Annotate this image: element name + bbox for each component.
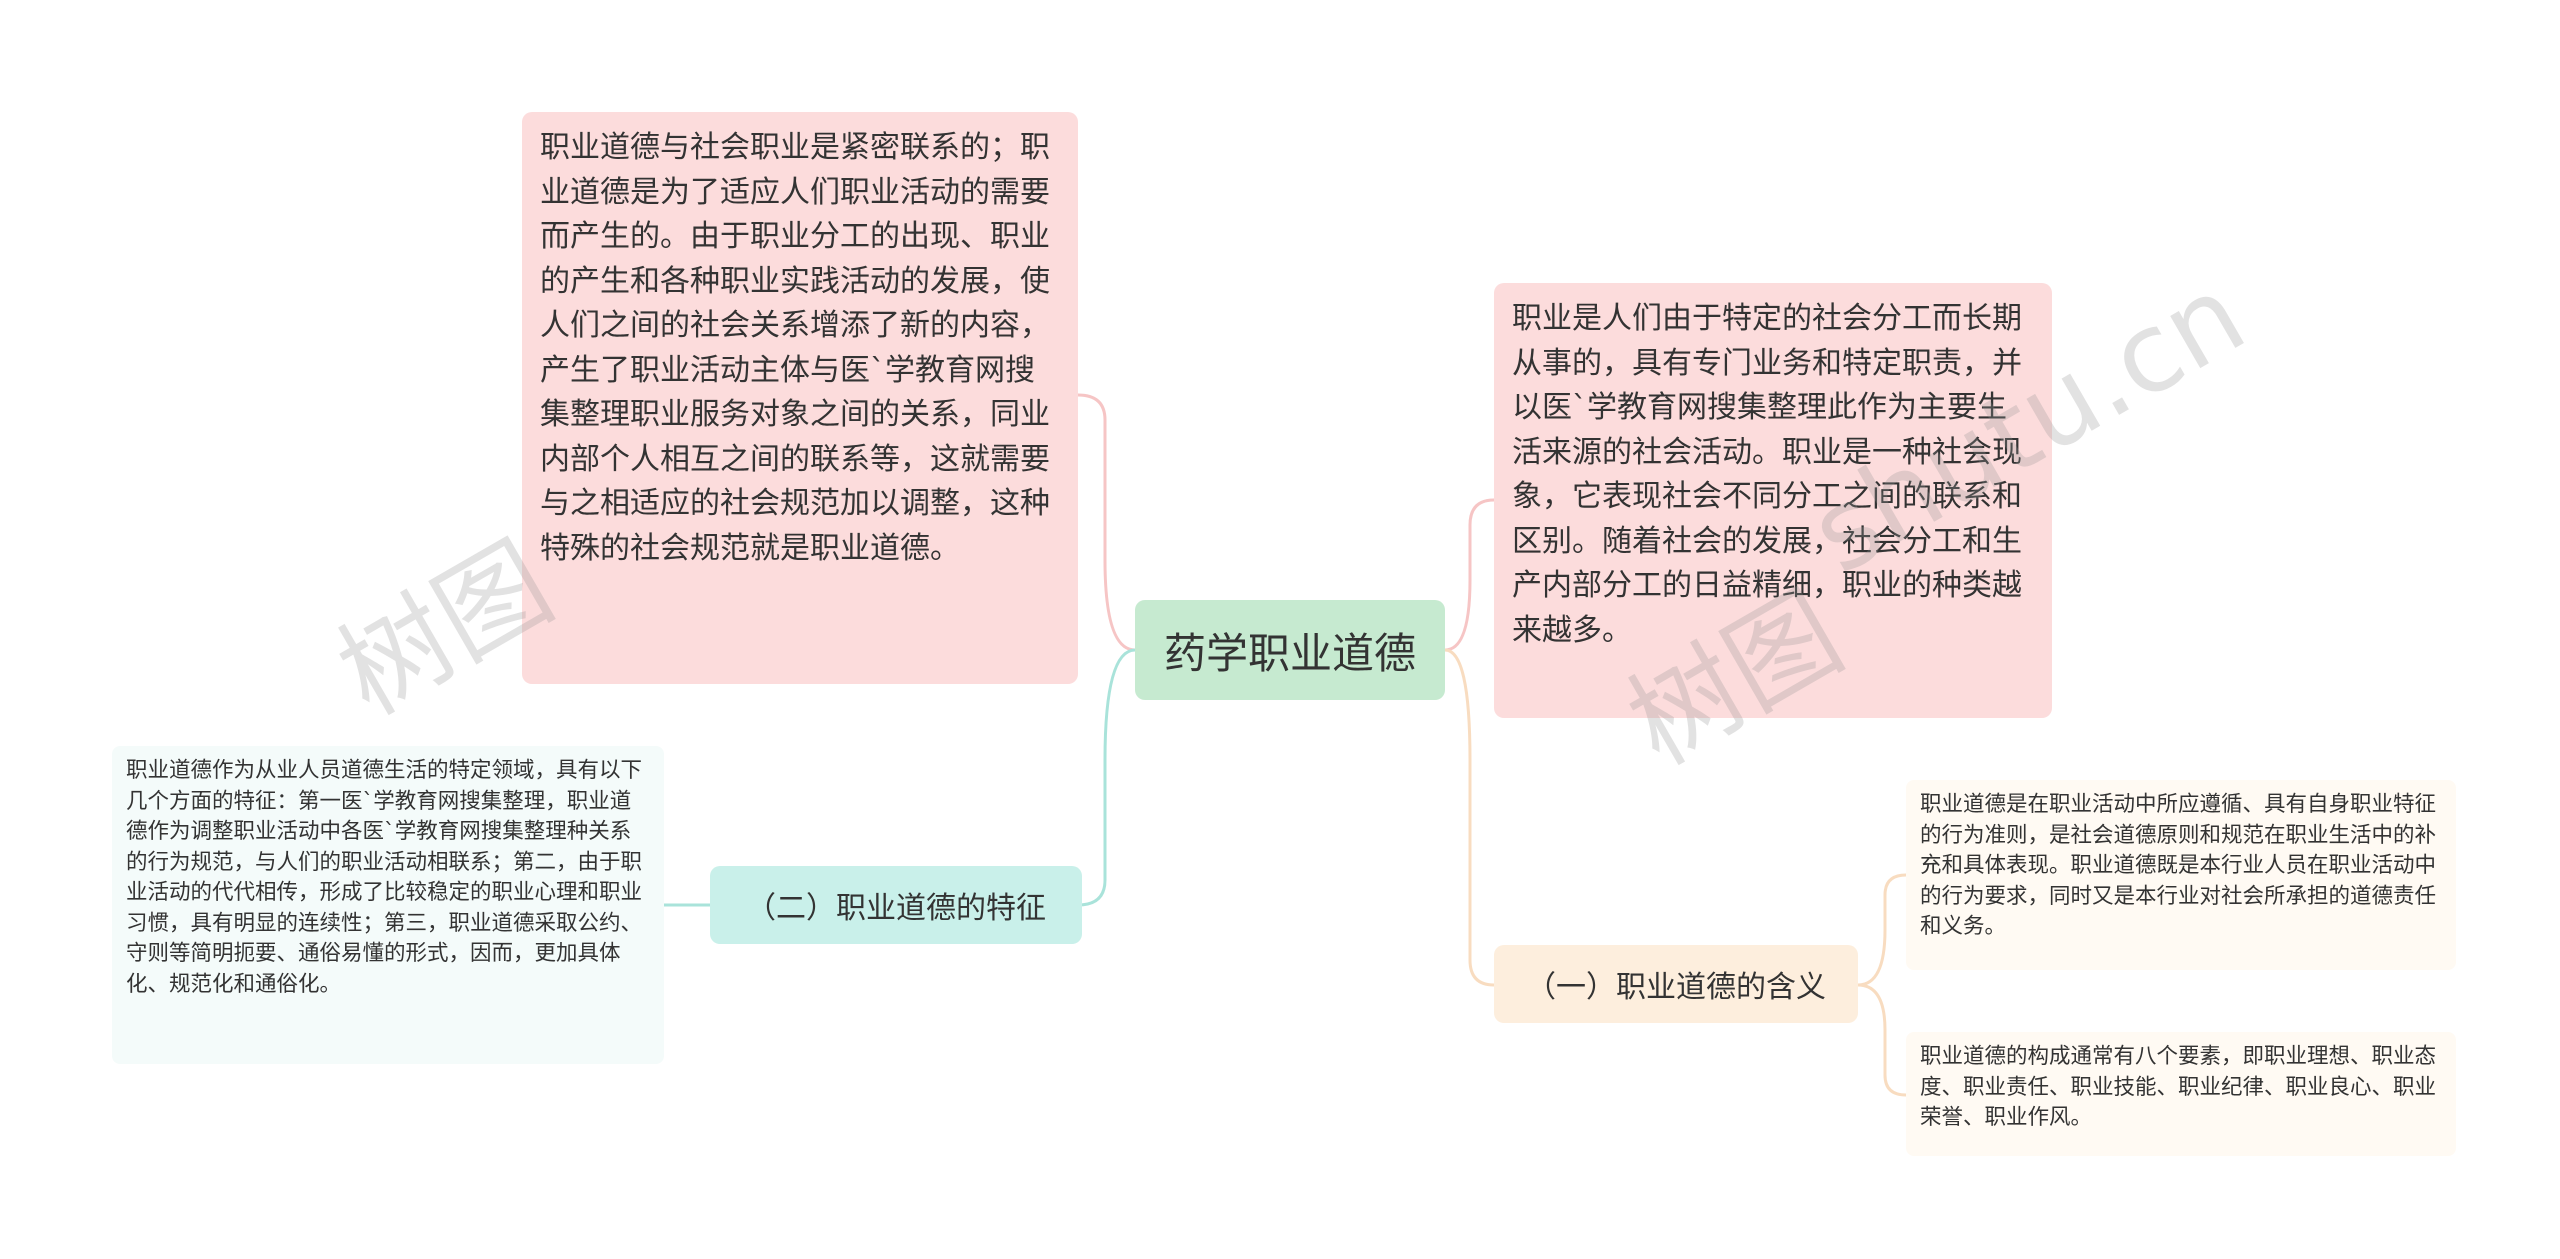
intro-text-node[interactable]: 职业道德与社会职业是紧密联系的；职业道德是为了适应人们职业活动的需要而产生的。由… [522,112,1078,684]
link-root-definition [1444,498,1495,652]
link-root-features [1077,648,1136,907]
definition-text-node[interactable]: 职业是人们由于特定的社会分工而长期从事的，具有专门业务和特定职责，并以医`学教育… [1494,283,2052,718]
link-meaning-detail-2 [1857,983,1907,1097]
root-topic[interactable]: 药学职业道德 [1135,600,1445,700]
link-root-meaning [1444,648,1495,987]
link-root-intro [1077,393,1136,652]
features-topic[interactable]: （二）职业道德的特征 [710,866,1082,944]
features-detail-node[interactable]: 职业道德作为从业人员道德生活的特定领域，具有以下几个方面的特征：第一医`学教育网… [112,746,664,1064]
meaning-detail-2-node[interactable]: 职业道德的构成通常有八个要素，即职业理想、职业态度、职业责任、职业技能、职业纪律… [1906,1032,2456,1156]
link-meaning-detail-1 [1857,873,1907,987]
meaning-topic[interactable]: （一）职业道德的含义 [1494,945,1858,1023]
meaning-detail-1-node[interactable]: 职业道德是在职业活动中所应遵循、具有自身职业特征的行为准则，是社会道德原则和规范… [1906,780,2456,970]
